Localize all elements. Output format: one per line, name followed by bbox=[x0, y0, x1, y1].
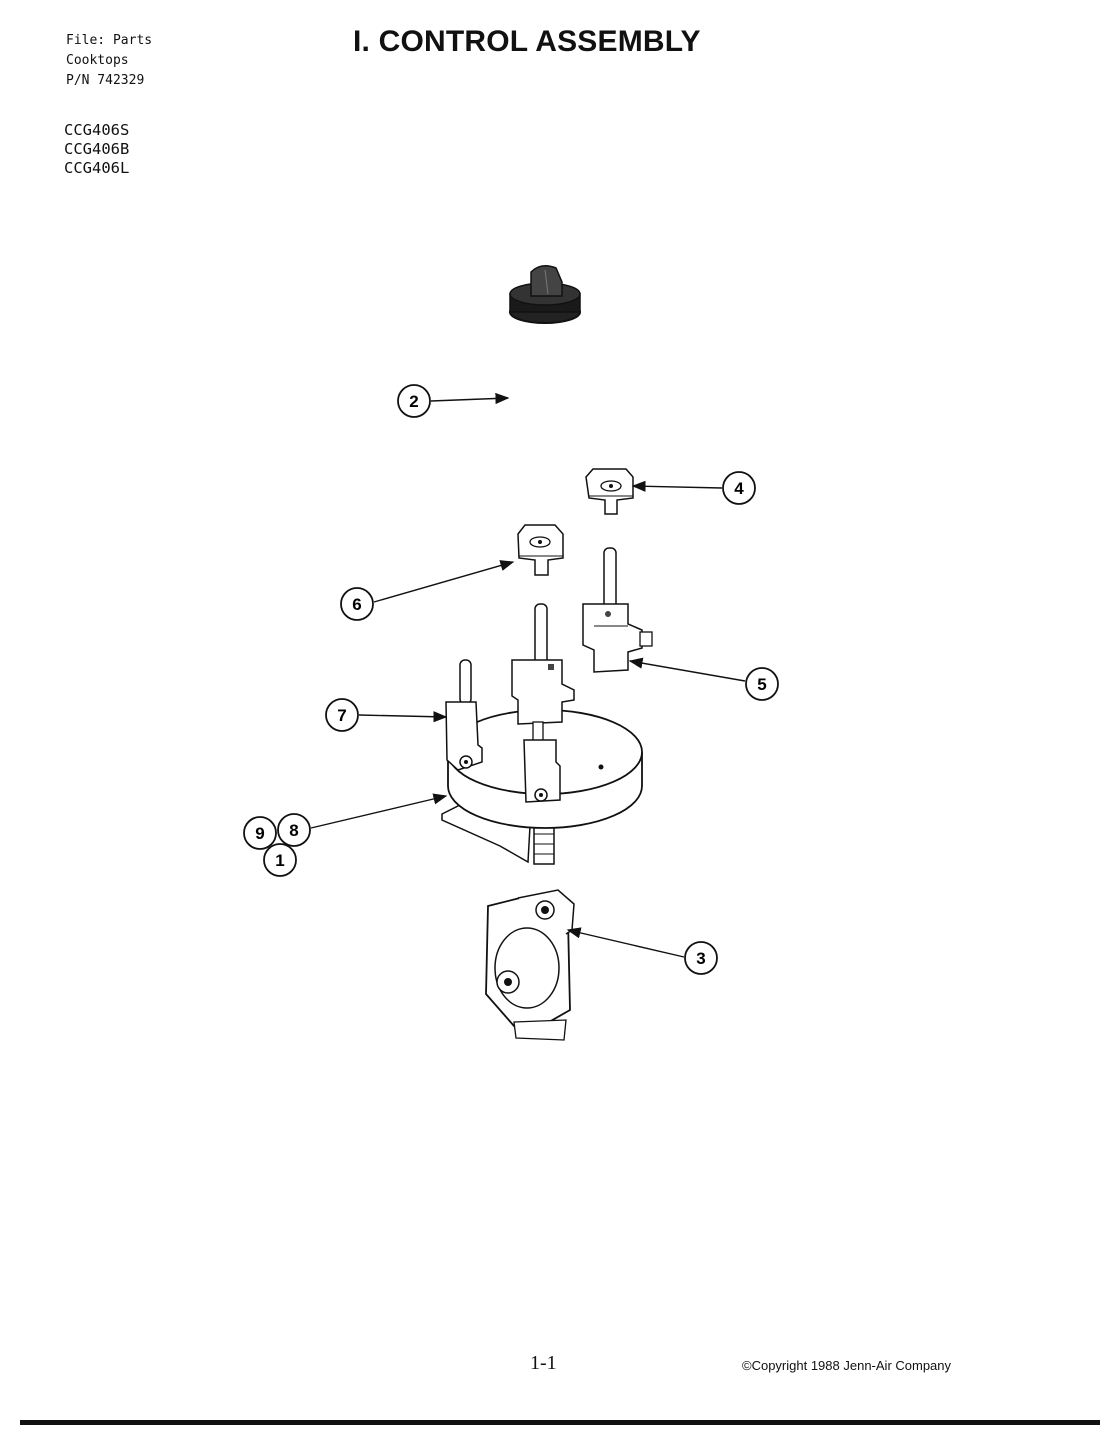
page-title: I. CONTROL ASSEMBLY bbox=[353, 25, 701, 58]
callout-number: 4 bbox=[734, 479, 744, 498]
callout-number: 8 bbox=[289, 821, 298, 840]
file-line: File: Parts bbox=[66, 33, 153, 48]
model-number: CCG406L bbox=[64, 159, 130, 177]
model-number: CCG406S bbox=[64, 121, 130, 139]
callout-number: 6 bbox=[352, 595, 361, 614]
callout-number: 5 bbox=[757, 675, 766, 694]
callout-7: 7 bbox=[325, 698, 359, 732]
leader-lines bbox=[310, 392, 746, 958]
manifold-assembly bbox=[441, 603, 643, 865]
model-number: CCG406B bbox=[64, 140, 130, 158]
valve-part-5 bbox=[582, 547, 653, 673]
page-number: 1-1 bbox=[530, 1352, 557, 1374]
callout-number: 9 bbox=[255, 824, 264, 843]
callout-number: 1 bbox=[275, 851, 284, 870]
callout-5: 5 bbox=[745, 667, 779, 701]
callout-number: 2 bbox=[409, 392, 418, 411]
callout-4: 4 bbox=[722, 471, 756, 505]
callout-number: 3 bbox=[696, 949, 705, 968]
callout-2: 2 bbox=[397, 384, 431, 418]
regulator-part bbox=[485, 889, 575, 1041]
control-knob-part bbox=[509, 265, 581, 324]
switch-part-4 bbox=[585, 468, 634, 515]
file-line: Cooktops bbox=[66, 53, 129, 68]
callout-number: 7 bbox=[337, 706, 346, 725]
bottom-rule bbox=[20, 1420, 1100, 1425]
callout-3: 3 bbox=[684, 941, 718, 975]
callout-8: 8 bbox=[277, 813, 311, 847]
file-info: File: Parts Cooktops P/N 742329 bbox=[66, 31, 152, 91]
file-line: P/N 742329 bbox=[66, 73, 145, 88]
callout-1: 1 bbox=[263, 843, 297, 877]
copyright-notice: ©Copyright 1988 Jenn-Air Company bbox=[742, 1358, 952, 1373]
callout-6: 6 bbox=[340, 587, 374, 621]
switch-part-6 bbox=[517, 524, 564, 576]
callout-9: 9 bbox=[243, 816, 277, 850]
model-list: CCG406S CCG406B CCG406L bbox=[64, 121, 129, 178]
